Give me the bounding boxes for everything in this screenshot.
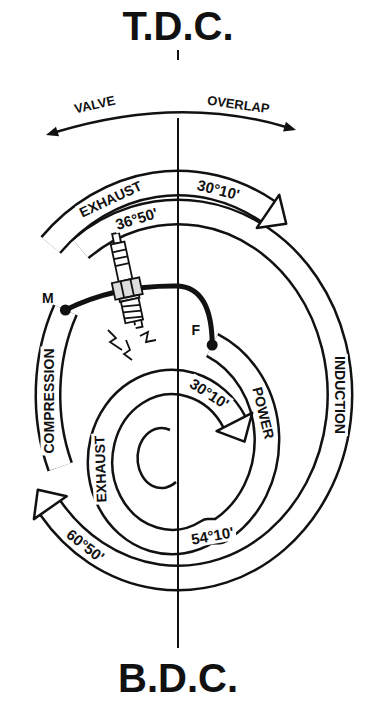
- spark-flash: [124, 340, 132, 360]
- centre-line: [177, 118, 179, 648]
- phase-label: EXHAUST: [91, 433, 109, 504]
- plug-rib: [114, 256, 128, 259]
- inner-curl: [138, 428, 176, 488]
- plug-thread-line: [122, 303, 140, 309]
- point-label: M: [42, 291, 54, 305]
- f-dot: [207, 340, 218, 351]
- overlap-arrowhead: [283, 122, 296, 132]
- overlap-label: OVERLAP: [206, 93, 270, 115]
- bdc-heading: B.D.C.: [118, 658, 238, 698]
- overlap-arc: [56, 112, 286, 132]
- power-exhaust-band-fill: [100, 345, 267, 542]
- spark-flash: [140, 332, 156, 342]
- plug-thread-line: [124, 315, 142, 321]
- plug-hex-edge: [130, 279, 134, 296]
- plug-rib: [115, 263, 129, 266]
- power-exhaust-band: [100, 345, 267, 542]
- tdc-tick: [177, 50, 179, 60]
- plug-insulator: [111, 242, 133, 282]
- point-label: F: [192, 323, 201, 337]
- plug-centre-electrode: [133, 321, 136, 325]
- m-dot: [60, 305, 71, 316]
- spark: [108, 330, 156, 360]
- band-group: [48, 183, 340, 578]
- phase-label: INDUCTION: [332, 354, 348, 436]
- overlap-arrowhead: [46, 127, 59, 137]
- plug-rib: [112, 249, 126, 252]
- phase-label: COMPRESSION: [40, 346, 56, 455]
- induction-band: [50, 212, 340, 578]
- ignition-line: [65, 286, 212, 345]
- plug-thread-line: [123, 309, 141, 315]
- plug-thread: [121, 298, 143, 323]
- band-arrowhead: [34, 490, 67, 519]
- plug-electrode: [134, 320, 142, 328]
- tdc-heading: T.D.C.: [123, 6, 234, 46]
- induction-band-fill: [50, 212, 340, 578]
- spark-flash: [108, 330, 122, 350]
- band-arrowhead: [217, 413, 253, 442]
- overlap-label: VALVE: [73, 93, 116, 115]
- plug-hex-edge: [121, 281, 125, 298]
- band-arrowhead: [257, 195, 286, 228]
- spark-plug: [102, 230, 150, 331]
